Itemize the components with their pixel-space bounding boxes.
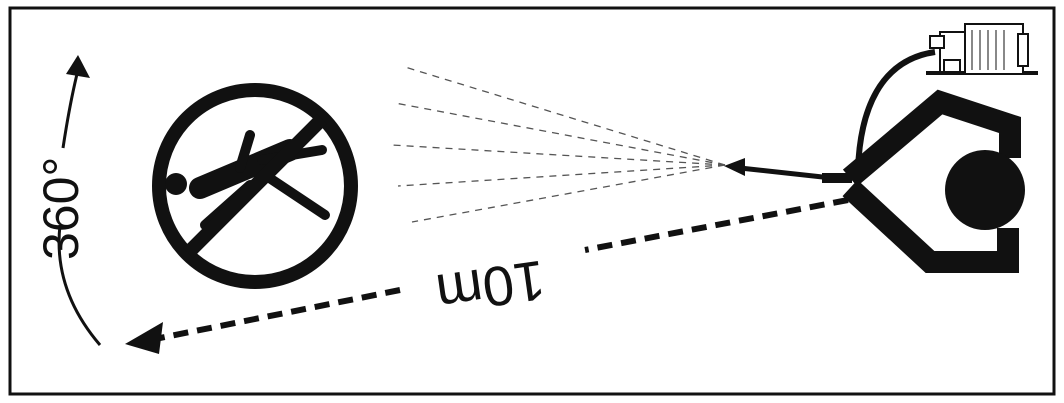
- rotation-label: 360°: [33, 157, 89, 260]
- electric-pump-icon: [926, 24, 1038, 75]
